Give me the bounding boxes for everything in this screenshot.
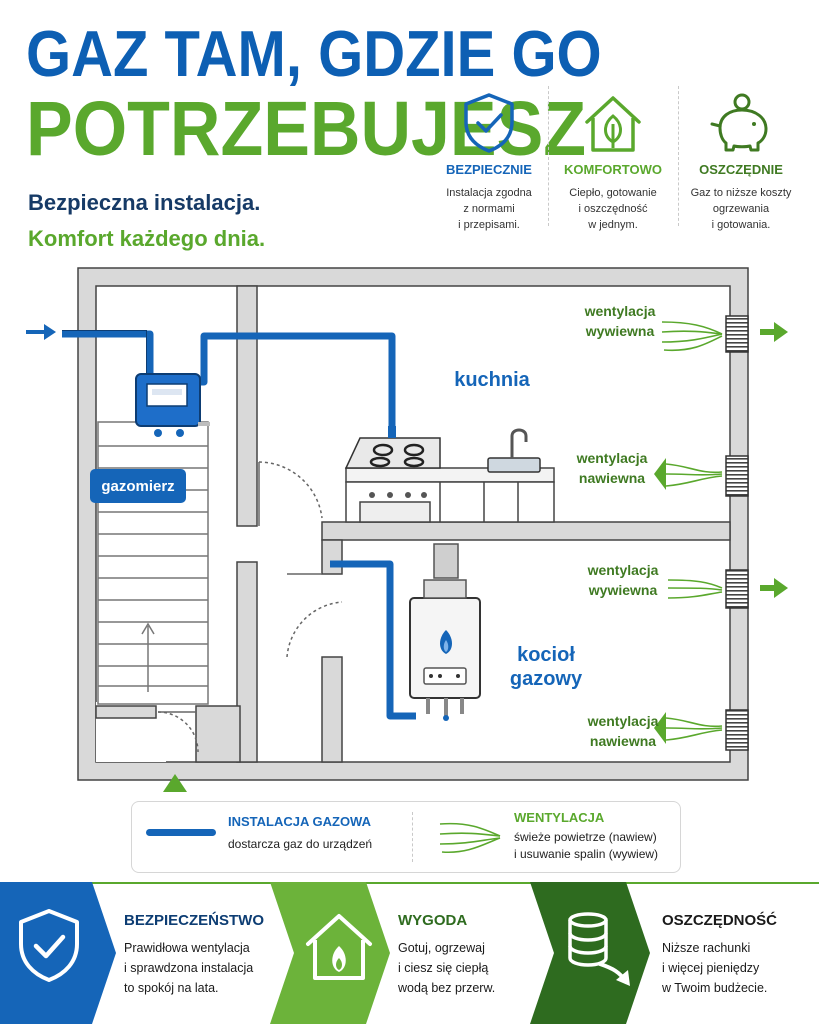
title-line-2: POTRZEBUJESZ	[26, 85, 587, 172]
vent-label-line: nawiewna	[589, 733, 657, 749]
benefit-line: i ciesz się ciepłą	[398, 961, 489, 975]
feature-desc: Ciepło, gotowanie i oszczędność w jednym…	[554, 185, 672, 233]
feature-comfort: KOMFORTOWO Ciepło, gotowanie i oszczędno…	[554, 84, 672, 233]
subtitle-line-2: Komfort każdego dnia.	[28, 226, 266, 251]
benefit-desc-safety: Prawidłowa wentylacja i sprawdzona insta…	[124, 938, 253, 998]
airflow-icon	[439, 822, 501, 854]
wall-stub-2	[321, 656, 343, 763]
legend-gas-title: INSTALACJA GAZOWA	[228, 814, 371, 829]
benefit-line: to spokój na lata.	[124, 981, 219, 995]
benefit-desc-savings: Niższe rachunki i więcej pieniędzy w Two…	[662, 938, 767, 998]
vent-label-line: nawiewna	[578, 470, 646, 486]
feature-label: OSZCZĘDNIE	[699, 162, 783, 177]
boiler-label-line: gazowy	[509, 668, 583, 690]
desc-line: Ciepło, gotowanie	[569, 187, 657, 199]
house-flame-icon	[306, 914, 372, 980]
kitchen-counter	[345, 467, 555, 523]
desc-line: z normami	[463, 203, 515, 215]
walls	[77, 267, 749, 781]
feature-desc: Gaz to niższe koszty ogrzewania i gotowa…	[682, 185, 800, 233]
legend-vent-title: WENTYLACJA	[514, 810, 605, 825]
divider	[678, 86, 680, 226]
wall-stub	[321, 539, 343, 575]
house-leaf-icon	[554, 84, 672, 154]
legend-vent-text-1: świeże powietrze (nawiew)	[514, 830, 657, 844]
doors	[157, 461, 343, 753]
benefit-line: Gotuj, ogrzewaj	[398, 941, 485, 955]
desc-line: i przepisami.	[458, 219, 520, 231]
vent-label-line: wywiewna	[588, 582, 658, 598]
airflow-lines	[661, 321, 723, 741]
floor-plan-diagram	[26, 267, 788, 792]
piggy-bank-icon	[682, 84, 800, 154]
kitchen-label: kuchnia	[454, 369, 530, 391]
boiler-label: kocioł gazowy	[496, 643, 596, 691]
shield-check-icon	[430, 84, 548, 154]
benefit-line: wodą bez przerw.	[398, 981, 496, 995]
gas-pipe-outline	[62, 330, 147, 378]
desc-line: ogrzewania	[712, 203, 770, 215]
airflow-arrow-icons	[654, 322, 788, 744]
vent-label-line: wywiewna	[585, 323, 655, 339]
feature-save: OSZCZĘDNIE Gaz to niższe koszty ogrzewan…	[682, 84, 800, 233]
vent-grilles	[725, 315, 749, 751]
vent-label-line: wentylacja	[587, 713, 659, 729]
desc-line: i oszczędność	[578, 203, 648, 215]
subtitle-line-1: Bezpieczna instalacja.	[28, 190, 261, 215]
benefits-band: BEZPIECZEŃSTWO Prawidłowa wentylacja i s…	[0, 882, 819, 1024]
boiler-label-line: kocioł	[517, 644, 575, 666]
gas-meter-icon	[135, 373, 210, 437]
gas-meter-label: gazomierz	[90, 469, 186, 503]
vent-label-exhaust-boiler: wentylacja wywiewna	[573, 560, 673, 600]
title-line-1: GAZ TAM, GDZIE GO	[26, 17, 602, 91]
benefit-line: i więcej pieniędzy	[662, 961, 760, 975]
coins-arrow-icon	[568, 912, 630, 986]
benefit-line: w Twoim budżecie.	[662, 981, 768, 995]
benefit-desc-comfort: Gotuj, ogrzewaj i ciesz się ciepłą wodą …	[398, 938, 495, 998]
staircase	[97, 421, 209, 705]
vent-label-supply-boiler: wentylacja nawiewna	[573, 711, 673, 751]
benefit-title-safety: BEZPIECZEŃSTWO	[124, 912, 265, 929]
divider	[412, 812, 414, 862]
benefit-line: i sprawdzona instalacja	[124, 961, 254, 975]
wall-vertical-1	[236, 285, 258, 527]
legend: INSTALACJA GAZOWA dostarcza gaz do urząd…	[131, 801, 681, 873]
benefit-line: Niższe rachunki	[662, 941, 751, 955]
vent-label-exhaust-kitchen: wentylacja wywiewna	[570, 301, 670, 341]
divider	[548, 86, 550, 226]
feature-label: KOMFORTOWO	[564, 162, 662, 177]
desc-line: Instalacja zgodna	[446, 187, 532, 199]
vent-label-line: wentylacja	[576, 450, 648, 466]
sink-icon	[487, 428, 541, 473]
wall-horizontal	[321, 521, 731, 541]
feature-safe: BEZPIECZNIE Instalacja zgodna z normami …	[430, 84, 548, 233]
desc-line: Gaz to niższe koszty	[690, 187, 792, 199]
vent-label-line: wentylacja	[587, 562, 659, 578]
shield-check-icon	[19, 909, 79, 982]
gas-inlet-arrow-icon	[26, 324, 56, 340]
desc-line: i gotowania.	[711, 219, 771, 231]
benefit-title-comfort: WYGODA	[398, 912, 468, 929]
benefit-title-savings: OSZCZĘDNOŚĆ	[662, 912, 778, 929]
desc-line: w jednym.	[588, 219, 638, 231]
legend-gas-text: dostarcza gaz do urządzeń	[228, 837, 373, 851]
vent-label-line: wentylacja	[584, 303, 656, 319]
wall-vertical-2	[236, 561, 258, 763]
vent-label-supply-kitchen: wentylacja nawiewna	[562, 448, 662, 488]
gas-line-swatch	[146, 829, 216, 836]
legend-vent-text-2: i usuwanie spalin (wywiew)	[514, 847, 659, 861]
benefit-line: Prawidłowa wentylacja	[124, 941, 250, 955]
gas-boiler-icon	[409, 543, 481, 721]
stove-icon	[344, 426, 441, 498]
entry-arrow-icon	[163, 774, 187, 792]
feature-desc: Instalacja zgodna z normami i przepisami…	[430, 185, 548, 233]
feature-label: BEZPIECZNIE	[446, 162, 532, 177]
